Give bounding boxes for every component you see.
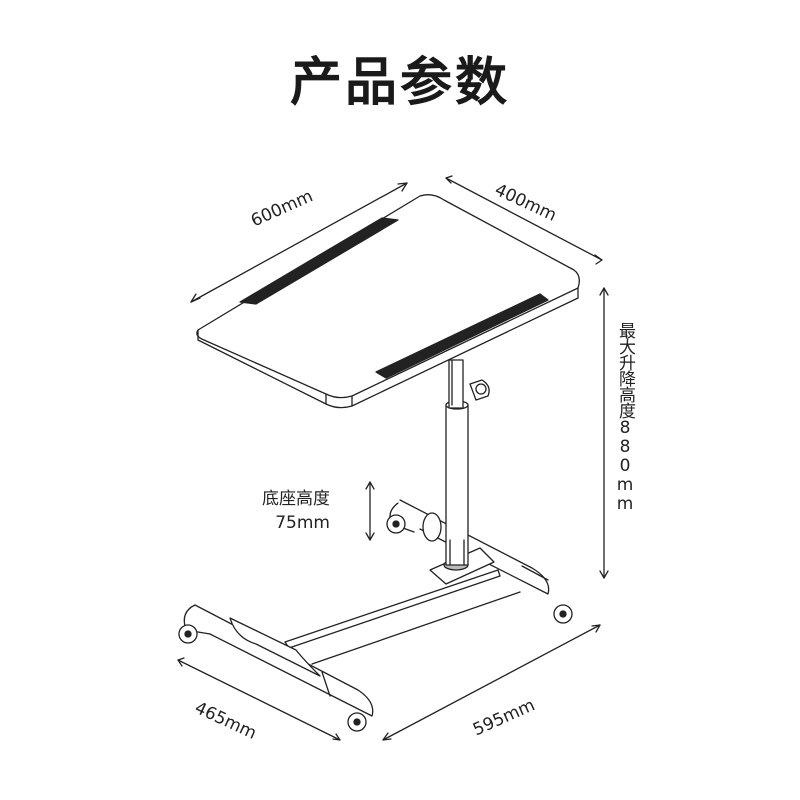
dimension-line-max-height: [599, 287, 609, 579]
base-height-annotation: 底座高度 75mm: [262, 487, 330, 535]
dimension-line-base-width: [177, 657, 341, 741]
wheel-front-right: [347, 712, 367, 732]
wheel-back-right: [553, 604, 573, 624]
base-height-value: 75mm: [275, 513, 330, 533]
tabletop: [196, 194, 580, 409]
base-height-label: 底座高度: [262, 489, 330, 509]
wheel-front-left: [178, 624, 198, 644]
dimension-line-base-length: [382, 624, 601, 741]
base-frame: [183, 499, 550, 717]
dimension-line-depth: [445, 175, 603, 265]
max-height-dimension-label: 最大升降高度880mm: [615, 322, 635, 513]
dimension-line-width: [190, 182, 408, 303]
page-title: 产品参数: [289, 53, 510, 113]
wheel-back-left: [386, 514, 406, 534]
lift-column: [445, 359, 490, 566]
dimension-line-base-height: [365, 481, 375, 541]
